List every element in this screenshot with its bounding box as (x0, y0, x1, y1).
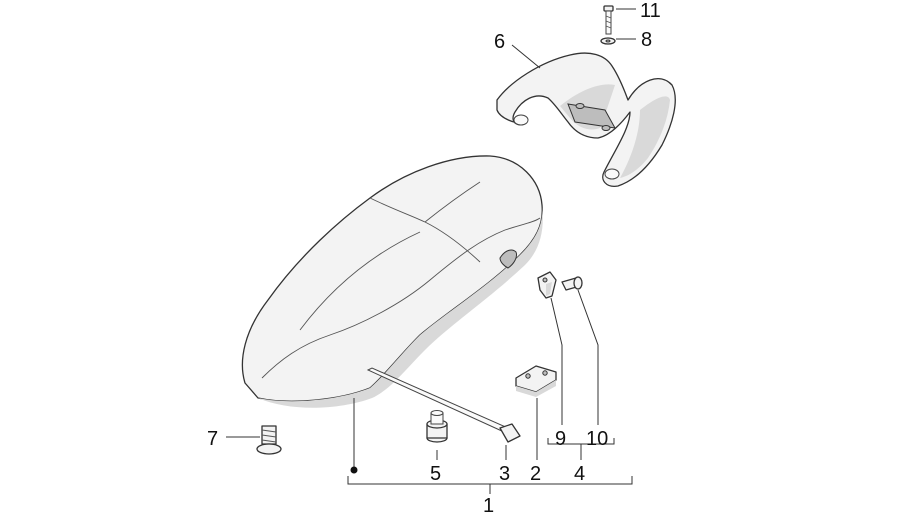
cable-tie-part (366, 367, 521, 443)
seat-leader-dot (350, 466, 358, 474)
callout-11: 11 (640, 0, 661, 22)
callout-10: 10 (586, 428, 608, 450)
callout-8: 8 (641, 29, 652, 51)
washer-part (600, 37, 616, 45)
callout-labels: 11 8 6 7 9 10 5 3 2 4 1 (207, 0, 661, 514)
callout-2: 2 (530, 463, 541, 485)
bracket-part (515, 365, 557, 397)
rubber-bumper-part (426, 410, 448, 443)
seat-part (241, 155, 543, 408)
latch-hook-part (537, 271, 557, 299)
callout-1: 1 (483, 495, 494, 514)
callout-7: 7 (207, 428, 218, 450)
grab-handle-part (496, 52, 676, 187)
screw-part (256, 425, 282, 455)
callout-5: 5 (430, 463, 441, 485)
callout-4: 4 (574, 463, 585, 485)
bolt-part (603, 5, 614, 35)
pin-screw-part (561, 276, 583, 291)
callout-9: 9 (555, 428, 566, 450)
callout-3: 3 (499, 463, 510, 485)
callout-6: 6 (494, 31, 505, 53)
leader-lines (226, 8, 636, 494)
